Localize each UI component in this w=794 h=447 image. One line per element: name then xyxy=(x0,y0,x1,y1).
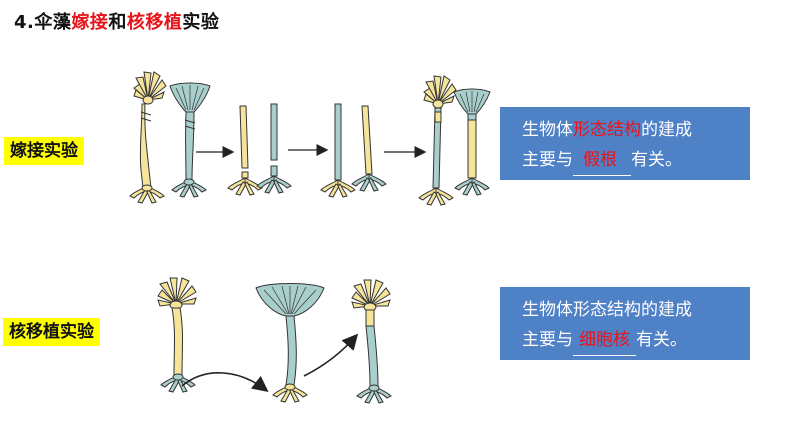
page-title: 4.伞藻嫁接和核移植实验 xyxy=(14,12,220,33)
graft-conclusion-line2: 主要与假根有关。 xyxy=(522,145,736,176)
nuclear-result-alga xyxy=(351,279,392,404)
graft-alga-yellow xyxy=(129,71,167,204)
teal-rhizoid xyxy=(171,178,207,198)
graft-alga-teal xyxy=(169,82,211,198)
nuclear-arrow-2 xyxy=(303,333,359,377)
nuclear-donor-alga xyxy=(157,277,197,393)
yellow-rhizoid xyxy=(129,184,165,204)
graft-conclusion-box: 生物体形态结构的建成 主要与假根有关。 xyxy=(500,107,750,180)
nuclear-recipient-alga xyxy=(255,283,325,403)
nuclear-conclusion-box: 生物体形态结构的建成 主要与细胞核有关。 xyxy=(500,287,750,360)
graft-cut-stalks xyxy=(227,103,292,196)
nuclear-conclusion-line1: 生物体形态结构的建成 xyxy=(522,300,692,320)
graft-experiment-label: 嫁接实验 xyxy=(4,137,84,165)
nuclear-transplant-label: 核移植实验 xyxy=(3,318,100,346)
graft-result-algae xyxy=(418,75,491,206)
graft-answer: 假根 xyxy=(583,150,617,170)
nuclear-conclusion-line2: 主要与细胞核有关。 xyxy=(522,325,736,356)
graft-swapped-stalks xyxy=(320,103,387,198)
yellow-flower-cap xyxy=(133,71,167,105)
nuclear-arrow-1 xyxy=(181,372,269,392)
graft-conclusion-line1: 生物体形态结构的建成 xyxy=(522,120,692,140)
nuclear-answer: 细胞核 xyxy=(579,330,630,350)
